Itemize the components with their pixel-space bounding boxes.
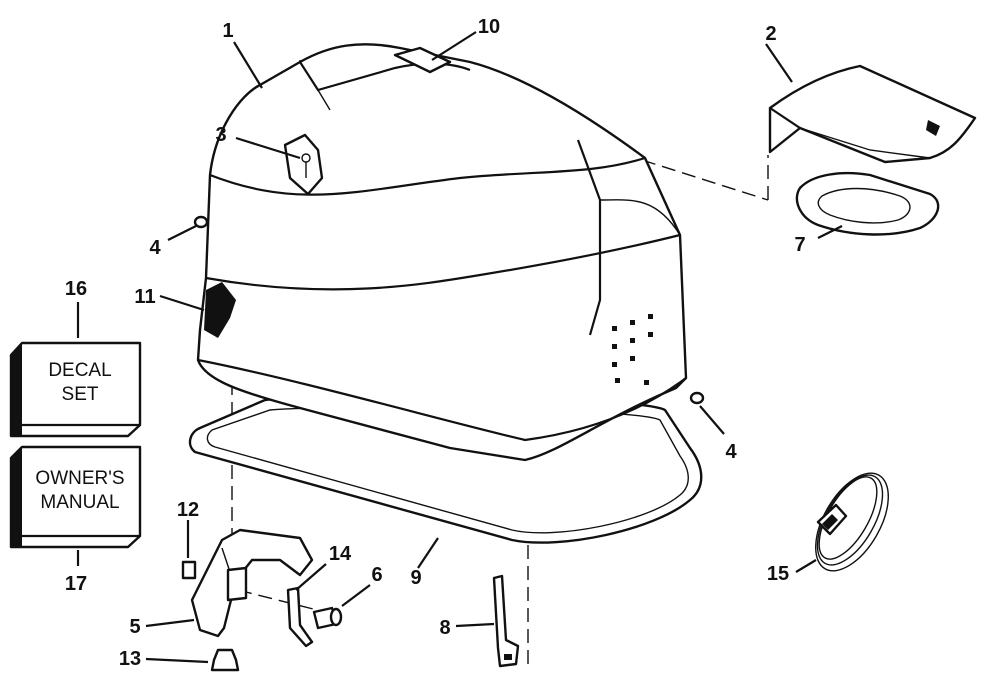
callout-5: 5 — [129, 616, 140, 638]
motor-cover — [196, 43, 688, 462]
callout-6: 6 — [371, 564, 382, 586]
callout-9: 9 — [410, 567, 421, 589]
callout-8: 8 — [439, 617, 450, 639]
screw-6 — [312, 606, 343, 630]
callout-17: 17 — [65, 573, 87, 595]
leader-lines — [76, 31, 843, 664]
bumper-13 — [210, 648, 240, 672]
callout-14: 14 — [329, 543, 352, 565]
screw-left — [193, 215, 209, 229]
latch-plate — [283, 133, 324, 196]
silencer-gasket — [795, 171, 940, 236]
callout-15: 15 — [767, 563, 789, 585]
vent-holes — [612, 314, 653, 385]
tether-cord-15 — [815, 472, 889, 572]
callout-10: 10 — [478, 16, 500, 38]
callout-7: 7 — [794, 234, 805, 256]
callout-13: 13 — [119, 648, 141, 670]
decal-set-box: DECAL SET — [9, 341, 142, 438]
callout-3: 3 — [215, 124, 226, 146]
manual-line1: OWNER'S — [35, 468, 124, 489]
callout-11: 11 — [134, 286, 155, 308]
clip-12 — [181, 560, 197, 580]
manual-line2: MANUAL — [40, 492, 119, 513]
latch-bracket — [190, 528, 314, 638]
decal-line2: SET — [62, 384, 99, 405]
callout-12: 12 — [177, 499, 199, 521]
callout-4-left: 4 — [149, 237, 161, 259]
owners-manual-box: OWNER'S MANUAL — [9, 445, 142, 549]
callout-16: 16 — [65, 278, 87, 300]
spring-14 — [286, 586, 314, 648]
screw-right — [689, 391, 705, 405]
callouts: 1 2 3 4 4 5 6 7 8 9 10 11 12 13 14 15 16… — [65, 16, 806, 670]
callout-4-right: 4 — [725, 441, 737, 463]
callout-1: 1 — [222, 20, 233, 42]
strap-8 — [492, 574, 520, 668]
callout-2: 2 — [765, 23, 776, 45]
silencer-cover — [768, 64, 977, 164]
decal-line1: DECAL — [48, 360, 111, 381]
